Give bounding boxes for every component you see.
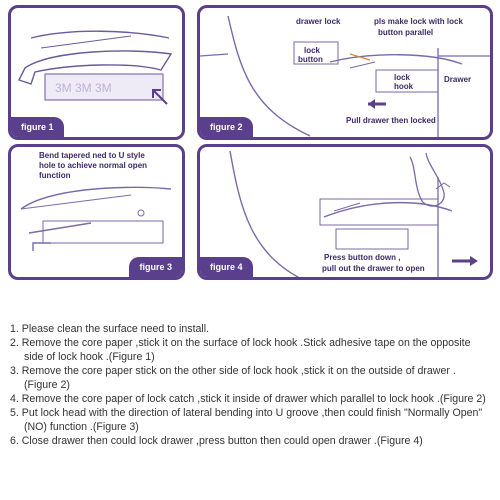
press-note-1: Press button down ,: [324, 253, 401, 262]
figure-3-tag: figure 3: [129, 257, 182, 277]
figure-4-illustration: [229, 150, 478, 277]
instruction-3-line-2: (Figure 2): [24, 379, 70, 391]
figure-4-panel: Press button down , pull out the drawer …: [197, 144, 493, 280]
press-note-2: pull out the drawer to open: [322, 264, 425, 273]
figure-1-illustration: 3M 3M 3M: [18, 30, 173, 105]
figure-2-panel: drawer lock pls make lock with lock butt…: [197, 5, 493, 140]
lock-hook-label-2: hook: [394, 82, 414, 91]
parallel-note-1: pls make lock with lock: [374, 17, 463, 26]
instruction-5-line-1: 5. Put lock head with the direction of l…: [10, 407, 483, 419]
lock-button-label-2: button: [298, 55, 323, 64]
instruction-6-line-1: 6. Close drawer then could lock drawer ,…: [10, 435, 423, 447]
bend-note-3: function: [39, 171, 71, 180]
figure-4-tag: figure 4: [200, 257, 253, 277]
figure-2-illustration: [200, 15, 490, 137]
instructions-list: 1. Please clean the surface need to inst…: [10, 322, 500, 448]
instruction-2-line-2: side of lock hook .(Figure 1): [24, 351, 155, 363]
svg-text:3M 3M 3M: 3M 3M 3M: [55, 81, 112, 95]
instruction-3-line-1: 3. Remove the core paper stick on the ot…: [10, 365, 456, 377]
figure-3-panel: Bend tapered ned to U style hole to achi…: [8, 144, 185, 280]
drawer-lock-label: drawer lock: [296, 17, 341, 26]
instruction-2-line-1: 2. Remove the core paper ,stick it on th…: [10, 337, 471, 349]
pull-note-label: Pull drawer then locked: [346, 116, 436, 125]
bend-note-1: Bend tapered ned to U style: [39, 151, 145, 160]
lock-button-label-1: lock: [304, 46, 321, 55]
figure-2-tag: figure 2: [200, 117, 253, 137]
figure-1-panel: 3M 3M 3M figure 1: [8, 5, 185, 140]
parallel-note-2: button parallel: [378, 28, 434, 37]
lock-hook-label-1: lock: [394, 73, 411, 82]
bend-note-2: hole to achieve normal open: [39, 161, 148, 170]
instruction-4-line-1: 4. Remove the core paper of lock catch ,…: [10, 393, 486, 405]
instruction-1-line-1: 1. Please clean the surface need to inst…: [10, 323, 210, 335]
drawer-label: Drawer: [444, 75, 472, 84]
instruction-5-line-2: (NO) function .(Figure 3): [24, 421, 139, 433]
figure-1-tag: figure 1: [11, 117, 64, 137]
figure-3-illustration: [20, 186, 172, 251]
